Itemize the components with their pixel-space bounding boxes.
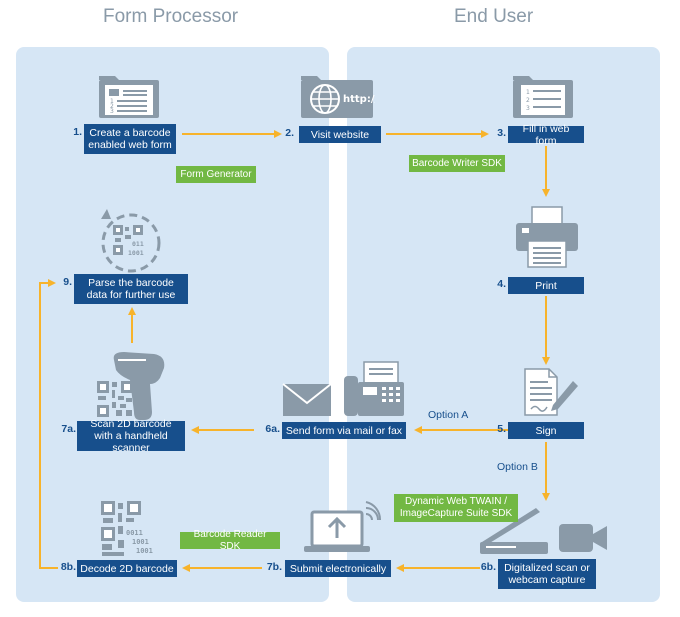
- step-7b-number: 7b.: [266, 561, 282, 573]
- step-5-sign: Sign: [508, 422, 584, 439]
- url-text: http://: [343, 94, 375, 105]
- fax-machine-icon: [344, 361, 404, 416]
- svg-text:3: 3: [526, 105, 530, 112]
- form-processor-header: Form Processor: [103, 6, 239, 27]
- fill-form-folder-icon: 1 2 3: [513, 76, 573, 118]
- webcam-icon: [559, 524, 607, 552]
- step-2-number: 2.: [285, 127, 294, 139]
- form-generator-label: Form Generator: [176, 166, 256, 183]
- sign-document-icon: [524, 368, 578, 416]
- step-6a-number: 6a.: [265, 423, 280, 435]
- binary-text-2: 1001: [128, 249, 144, 257]
- decode-qr-icon: 0011 1001 1001: [101, 501, 153, 556]
- step-7a-number: 7a.: [61, 423, 76, 435]
- barcode-writer-sdk-label: Barcode Writer SDK: [409, 155, 505, 172]
- step-9-parse-barcode-data: Parse the barcode data for further use: [74, 274, 188, 304]
- flatbed-scanner-icon: [480, 508, 548, 554]
- step-6a-send-form: Send form via mail or fax: [282, 422, 406, 439]
- dynamic-web-twain-sdk-label: Dynamic Web TWAIN / ImageCapture Suite S…: [394, 494, 518, 522]
- handheld-scanner-icon: [113, 352, 165, 420]
- step-7b-submit-electronically: Submit electronically: [285, 560, 391, 577]
- printer-icon: [516, 206, 578, 268]
- svg-text:2: 2: [526, 97, 530, 104]
- step-8b-number: 8b.: [60, 561, 76, 573]
- end-user-header: End User: [454, 6, 534, 27]
- barcode-data-circle-icon: 011 1001: [101, 209, 161, 273]
- step-7a-scan-2d-barcode: Scan 2D barcode with a handheld scanner: [77, 418, 185, 454]
- svg-text:1: 1: [526, 89, 530, 96]
- web-form-folder-icon: 1 2 3: [99, 76, 159, 118]
- step-8b-decode-barcode: Decode 2D barcode: [77, 560, 177, 577]
- step-5-number: 5.: [497, 423, 506, 435]
- laptop-upload-icon: [304, 501, 382, 552]
- binary-text-1: 011: [132, 240, 144, 248]
- website-globe-icon: http://: [301, 76, 375, 118]
- step-6b-digitalized-scan: Digitalized scan or webcam capture: [498, 559, 596, 589]
- option-b-label: Option B: [497, 461, 538, 473]
- svg-text:1: 1: [110, 98, 114, 105]
- arrow-8b-to-9: [39, 279, 58, 569]
- binary-text-3: 0011: [126, 529, 143, 537]
- step-3-number: 3.: [497, 127, 506, 139]
- step-6b-number: 6b.: [480, 561, 496, 573]
- step-3-fill-web-form: Fill in web form: [508, 123, 584, 147]
- step-2-visit-website: Visit website: [299, 126, 381, 143]
- step-9-number: 9.: [63, 276, 72, 288]
- step-1-create-web-form: Create a barcode enabled web form: [84, 124, 176, 154]
- svg-text:2: 2: [110, 103, 114, 110]
- qr-code-icon: [97, 381, 133, 417]
- svg-text:3: 3: [110, 108, 114, 115]
- step-4-number: 4.: [497, 278, 506, 290]
- barcode-reader-sdk-label: Barcode Reader SDK: [180, 529, 280, 552]
- binary-text-4: 1001: [132, 538, 149, 546]
- mail-envelope-icon: [282, 383, 332, 416]
- binary-text-5: 1001: [136, 547, 153, 555]
- step-1-number: 1.: [73, 126, 82, 138]
- step-4-print: Print: [508, 277, 584, 294]
- option-a-label: Option A: [428, 409, 469, 421]
